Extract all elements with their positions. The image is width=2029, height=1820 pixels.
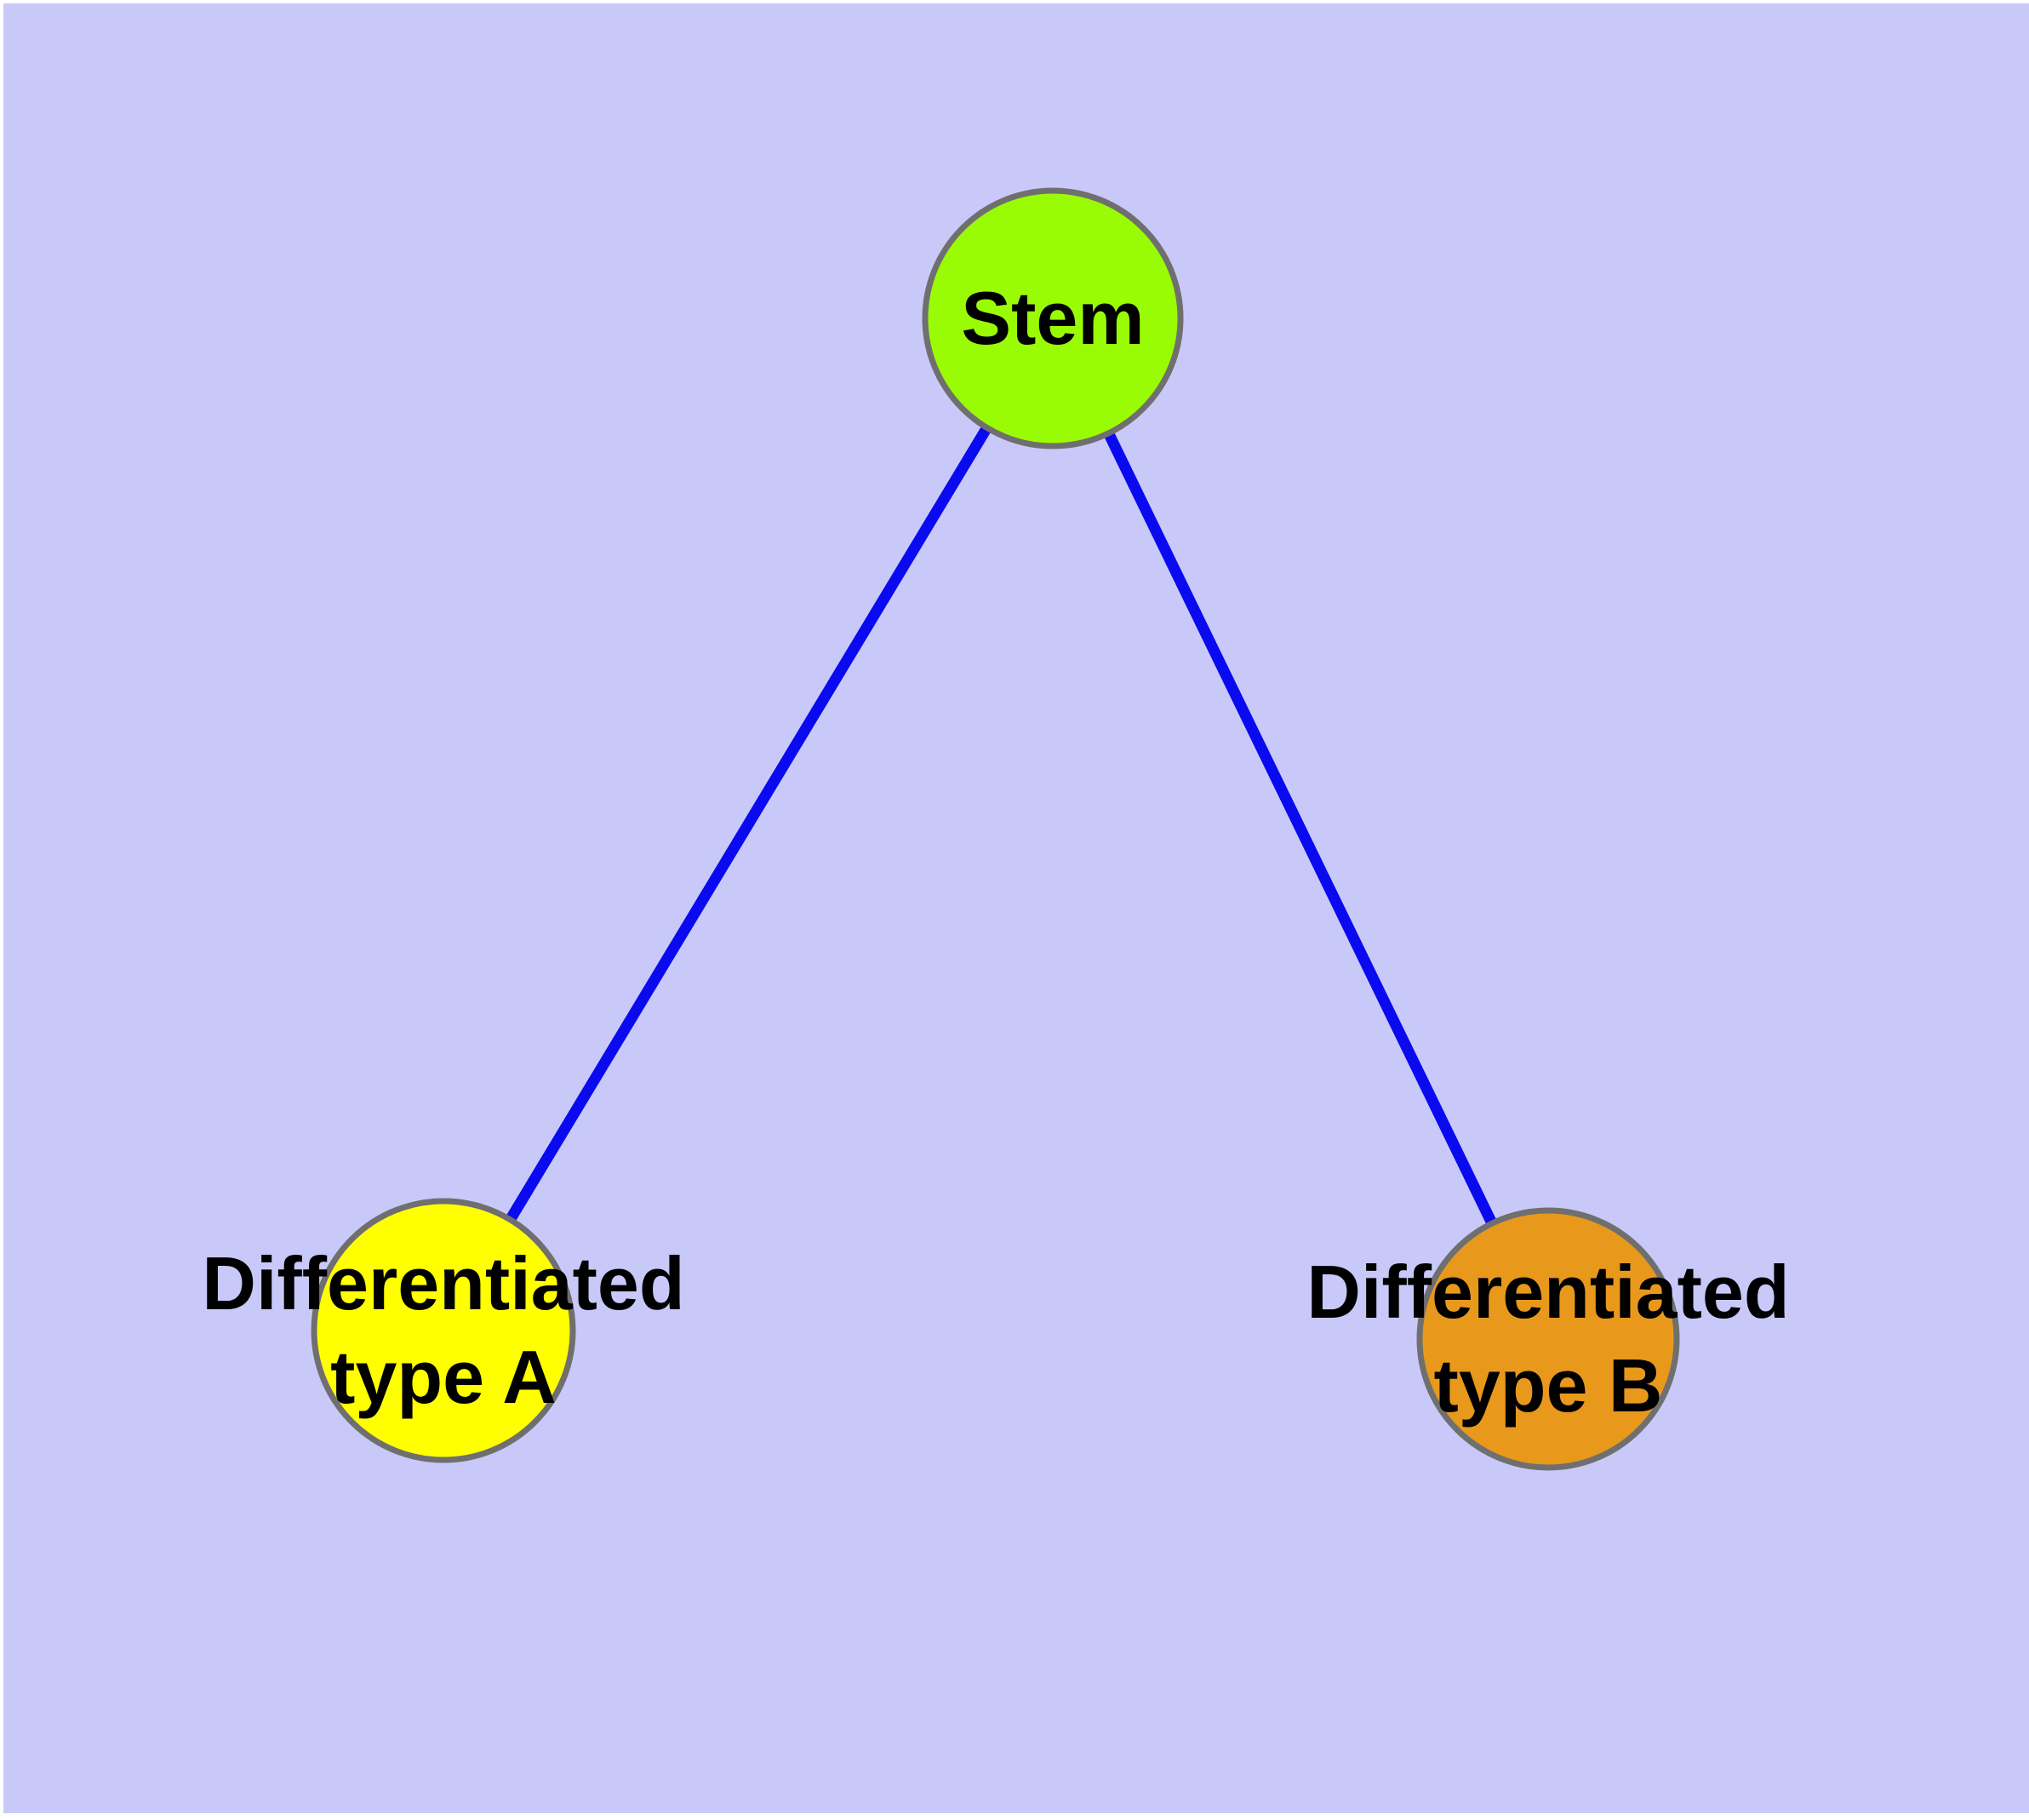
edge-stem-to-type-a <box>438 315 1058 1334</box>
edge-stem-to-type-b <box>1048 316 1553 1342</box>
node-circle-differentiated-type-a <box>311 1198 576 1463</box>
node-circle-stem <box>922 187 1184 449</box>
node-circle-differentiated-type-b <box>1416 1207 1680 1471</box>
